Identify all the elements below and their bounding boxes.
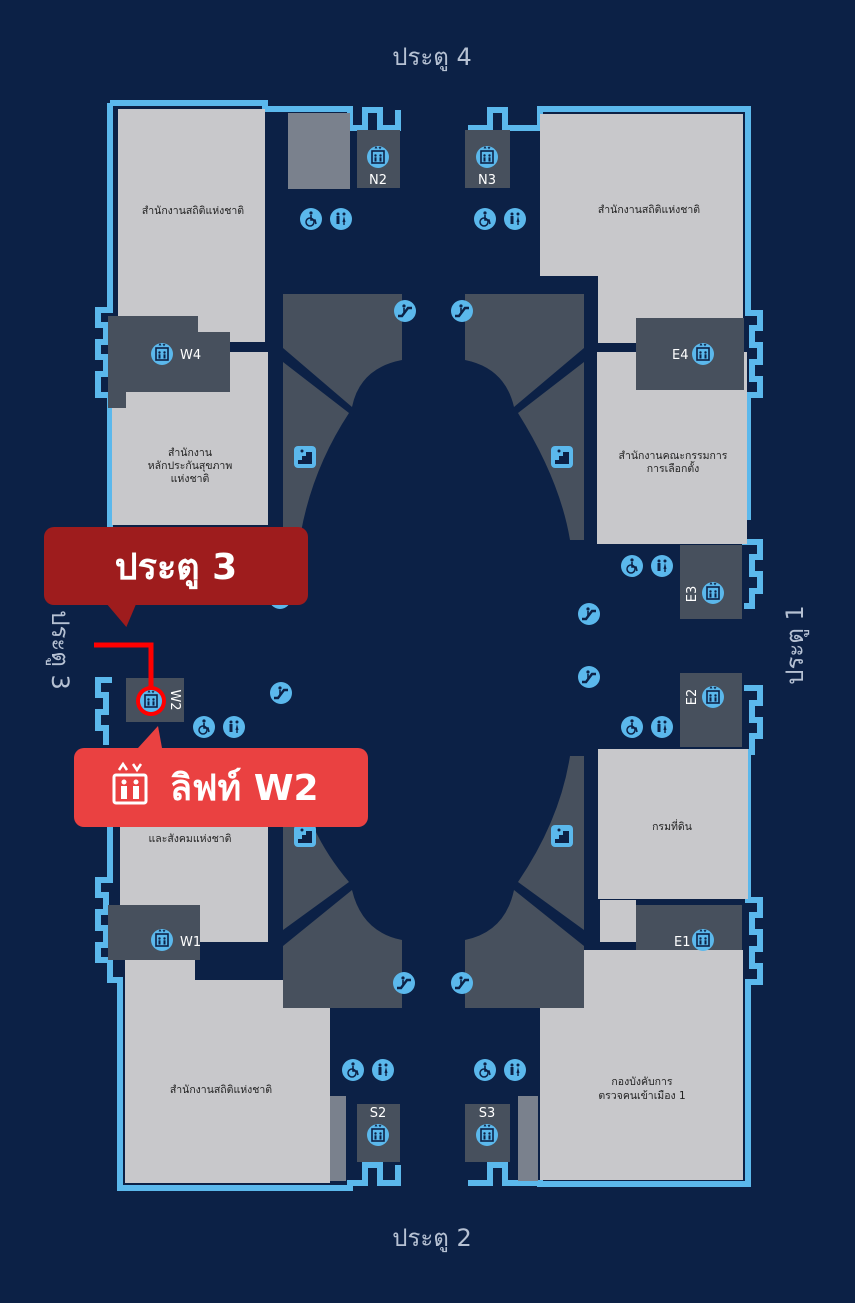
elevator-icon [701, 685, 725, 709]
elevator-icon [110, 760, 150, 815]
lift-label-W4: W4 [180, 348, 201, 363]
room-ne-top [540, 114, 743, 276]
lift-label-S2: S2 [370, 1106, 387, 1121]
restroom-icon [223, 716, 245, 738]
lift-label-E3: E3 [685, 586, 700, 603]
restroom-icon [504, 208, 526, 230]
room-label-w-upper-2: หลักประกันสุขภาพ [148, 460, 233, 472]
gate-west-label: ประตู 3 [45, 610, 74, 690]
room-label-se-bottom-1: กองบังคับการ [611, 1076, 673, 1088]
wheelchair-icon [341, 1058, 365, 1082]
wheelchair-icon [192, 715, 216, 739]
room-label-sw-bottom: สำนักงานสถิติแห่งชาติ [170, 1084, 272, 1096]
escalator-icon [391, 970, 417, 996]
elevator-icon [139, 689, 163, 713]
restroom-icon [651, 716, 673, 738]
escalator-icon [576, 664, 602, 690]
gate-south-label: ประตู 2 [392, 1224, 472, 1253]
elevator-icon [366, 1123, 390, 1147]
escalator-icon [576, 601, 602, 627]
wheelchair-icon [299, 207, 323, 231]
room-e-lower [598, 749, 748, 899]
wall-sw [95, 800, 401, 1191]
gate-east-label: ประตู 1 [781, 605, 810, 685]
lift-callout-label: ลิฟท์ W2 [170, 768, 319, 809]
stairs-icon [294, 825, 316, 847]
restroom-icon [330, 208, 352, 230]
restroom-icon [651, 555, 673, 577]
escalator-icon [449, 970, 475, 996]
restroom-icon [372, 1059, 394, 1081]
lift-callout: ลิฟท์ W2 [74, 748, 368, 827]
wall-ne [468, 106, 763, 520]
wheelchair-icon [473, 1058, 497, 1082]
elevator-icon [150, 928, 174, 952]
room-label-w-upper-3: แห่งชาติ [171, 473, 210, 485]
elevator-icon [691, 928, 715, 952]
stairs-icon [551, 446, 573, 468]
gate-north-label: ประตู 4 [392, 43, 472, 72]
wall-nw [110, 100, 401, 131]
room-label-ne-top: สำนักงานสถิติแห่งชาติ [598, 204, 700, 216]
room-label-e-lower: กรมที่ดิน [652, 819, 692, 833]
lift-label-E2: E2 [685, 689, 700, 706]
lift-label-W2: W2 [167, 689, 182, 710]
elevator-icon [366, 145, 390, 169]
elevator-icon [475, 1123, 499, 1147]
restroom-icon [504, 1059, 526, 1081]
escalator-icon [449, 298, 475, 324]
lift-label-E1: E1 [674, 935, 691, 950]
room-label-w-lower: และสังคมแห่งชาติ [149, 833, 232, 845]
room-label-se-bottom-2: ตรวจคนเข้าเมือง 1 [598, 1089, 685, 1102]
gate-callout: ประตู 3 [44, 527, 308, 605]
escalator-icon [268, 680, 294, 706]
room-label-w-upper-1: สำนักงาน [168, 447, 212, 459]
wheelchair-icon [620, 554, 644, 578]
stairs-icon [551, 825, 573, 847]
room-sw-bottom [125, 980, 330, 1183]
elevator-icon [701, 581, 725, 605]
wall-se [468, 750, 763, 1187]
escalator-icon [392, 298, 418, 324]
elevator-icon [691, 342, 715, 366]
elevator-icon [150, 342, 174, 366]
wheelchair-icon [473, 207, 497, 231]
lift-label-S3: S3 [479, 1106, 496, 1121]
room-label-nw-top: สำนักงานสถิติแห่งชาติ [142, 205, 244, 217]
lift-label-N3: N3 [478, 173, 496, 188]
lift-label-W1: W1 [180, 935, 201, 950]
elevator-icon [475, 145, 499, 169]
lift-w2-highlight [136, 686, 166, 716]
room-label-e-upper-1: สำนักงานคณะกรรมการ [619, 450, 728, 462]
room-label-e-upper-2: การเลือกตั้ง [647, 461, 700, 475]
gate-callout-label: ประตู 3 [114, 546, 238, 588]
room-nw-top [118, 109, 265, 342]
route-line [94, 642, 154, 688]
wheelchair-icon [620, 715, 644, 739]
lift-label-E4: E4 [672, 348, 689, 363]
lift-label-N2: N2 [369, 173, 387, 188]
stairs-icon [294, 446, 316, 468]
